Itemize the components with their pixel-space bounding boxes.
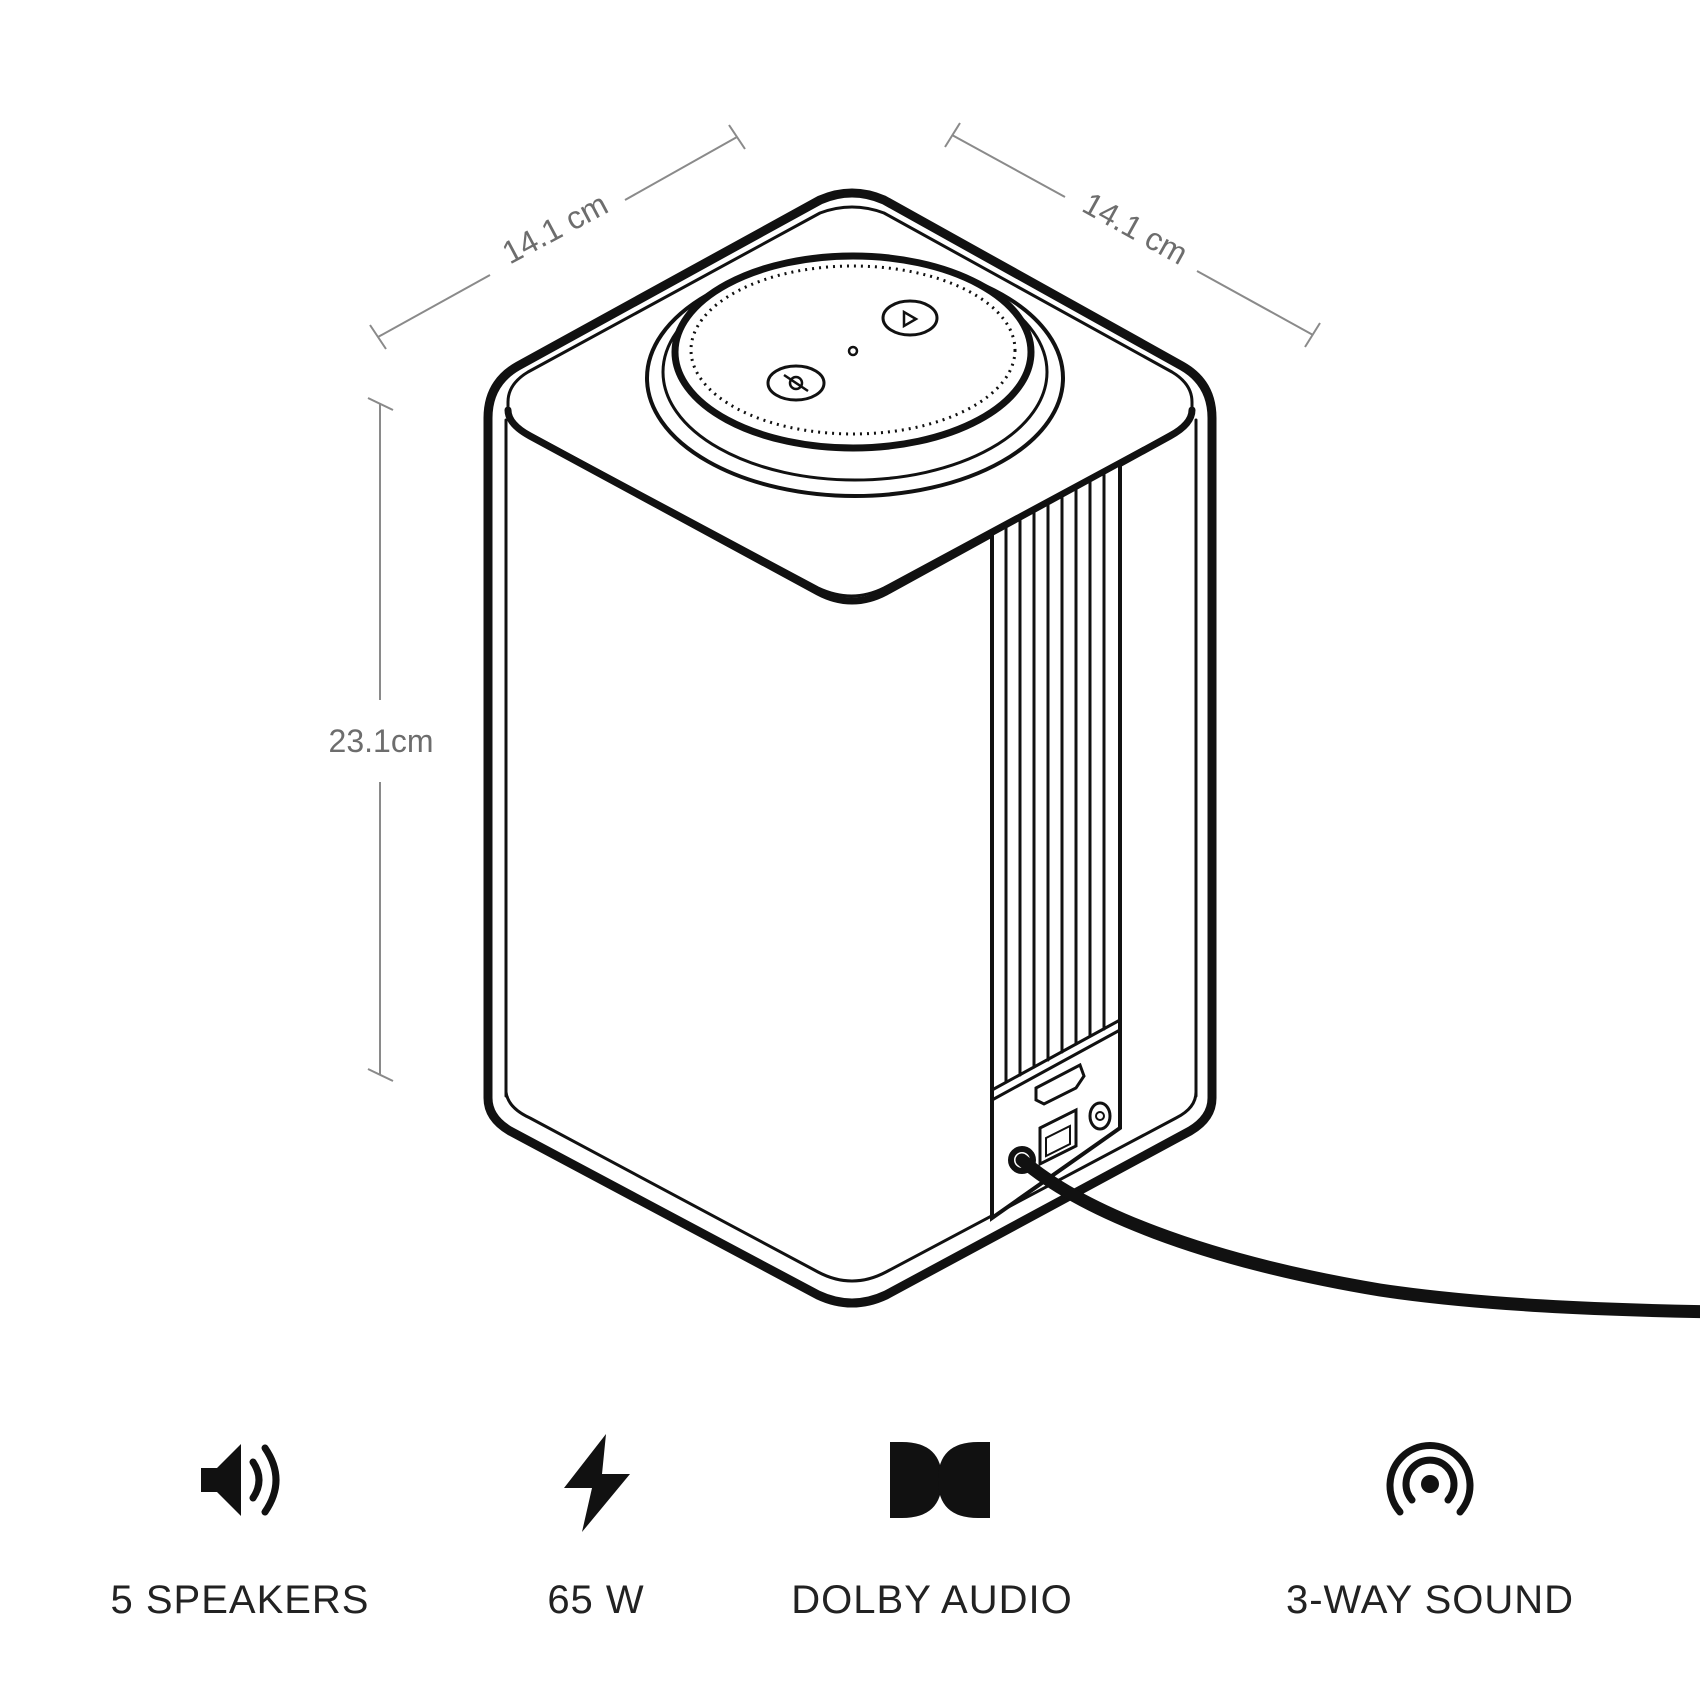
feature-icon-slot bbox=[416, 1430, 776, 1540]
feature-label: 3-WAY SOUND bbox=[1285, 1578, 1575, 1622]
dolby-logo-icon bbox=[890, 1442, 990, 1518]
dimension-width-right: 14.1 cm bbox=[1077, 185, 1194, 272]
dimension-width-left: 14.1 cm bbox=[496, 186, 613, 271]
feature-5-speakers: 5 SPEAKERS bbox=[60, 1430, 420, 1623]
feature-label: 65 W bbox=[547, 1578, 645, 1622]
rear-port-panel bbox=[990, 460, 1122, 1222]
feature-icon-slot bbox=[60, 1430, 420, 1540]
feature-3-way-sound: 3-WAY SOUND bbox=[1250, 1430, 1610, 1623]
speaker-body bbox=[483, 188, 1217, 1308]
speaker-volume-icon bbox=[201, 1444, 280, 1516]
broadcast-signal-icon bbox=[1386, 1442, 1474, 1516]
feature-dolby-audio: DOLBY AUDIO bbox=[752, 1430, 1112, 1623]
feature-label: 5 SPEAKERS bbox=[110, 1578, 370, 1622]
feature-icon-slot bbox=[752, 1430, 1112, 1540]
feature-65w: 65 W bbox=[416, 1430, 776, 1623]
feature-label: DOLBY AUDIO bbox=[791, 1578, 1073, 1622]
power-cable bbox=[1008, 1146, 1700, 1319]
lightning-bolt-icon bbox=[564, 1434, 630, 1532]
dimension-lines bbox=[367, 122, 1321, 1082]
dimension-height: 23.1cm bbox=[329, 723, 434, 759]
echo-dot-puck bbox=[645, 252, 1065, 498]
feature-icon-slot bbox=[1250, 1430, 1610, 1540]
